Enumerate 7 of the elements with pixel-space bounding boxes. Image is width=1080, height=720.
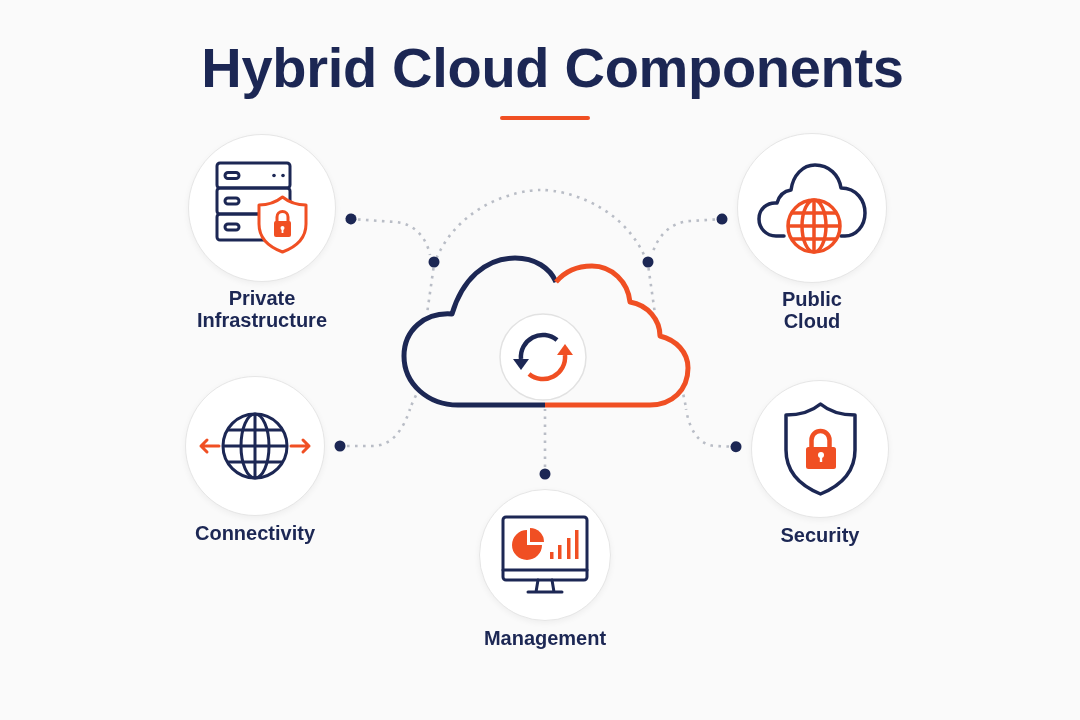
- title: Hybrid Cloud Components: [200, 36, 905, 100]
- cloud-shape: [401, 255, 691, 409]
- node-label: Management: [483, 627, 607, 649]
- node-label: Public Cloud: [781, 288, 843, 332]
- node-label: Private Infrastructure: [196, 287, 328, 331]
- node-label: Connectivity: [195, 522, 315, 544]
- node-label: Security: [780, 524, 860, 546]
